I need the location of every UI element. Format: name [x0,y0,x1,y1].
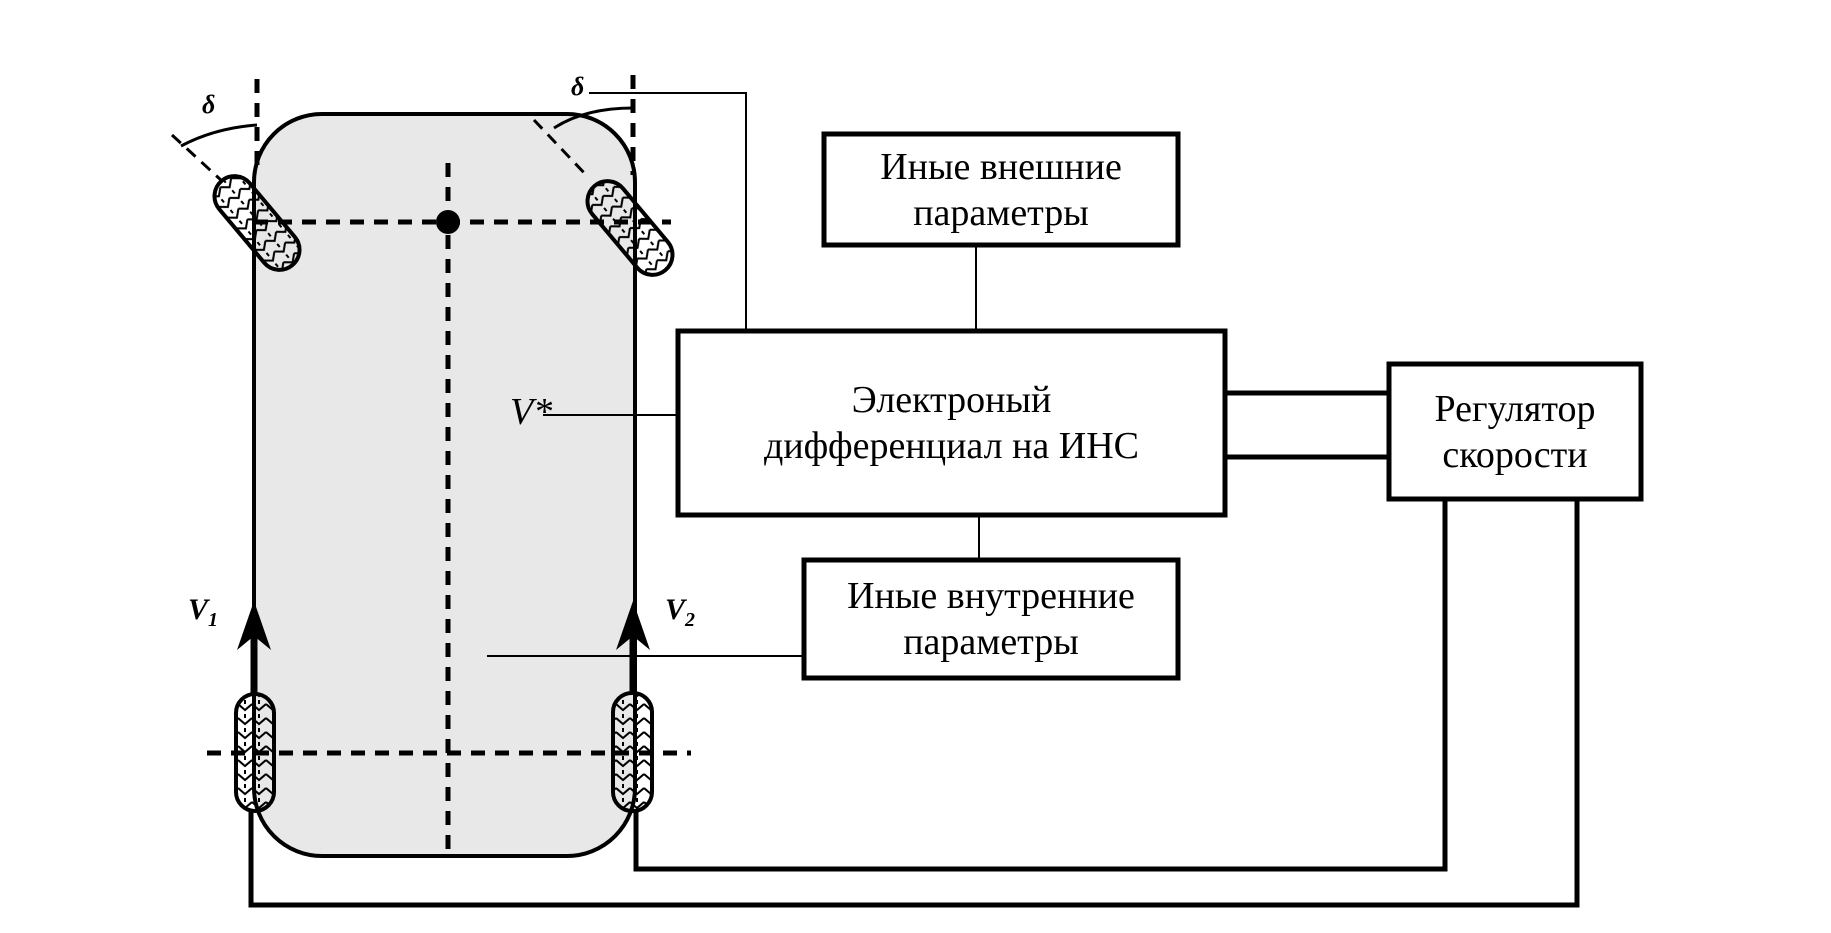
regulator-to-left-wheel [248,499,1580,908]
center-of-mass [436,210,460,234]
regulator-box [1386,361,1644,502]
delta-right-label: δ [571,72,585,101]
vehicle-body [252,112,637,858]
right-steer-line [532,118,591,180]
external-params-text: Иные внешние параметры [826,136,1176,243]
v1-label: V1 [188,593,218,632]
differential-line1: Электроный [851,379,1052,421]
regulator-line2: скорости [1442,433,1588,476]
v2-arrowhead [616,601,650,650]
left-steer-line [170,133,224,183]
external-line2: параметры [913,191,1089,234]
internal-params-box [801,557,1181,681]
v-star-label: V* [510,391,553,433]
internal-line1: Иные внутренние [847,575,1135,617]
right-angle-arc [553,106,634,130]
external-params-box [821,131,1181,248]
v2-symbol: V [665,593,686,626]
differential-box [675,328,1228,518]
delta-left-label: δ [202,90,216,119]
left-angle-arc [180,123,258,148]
front-right-wheel [585,179,675,277]
v2-subscript: 2 [685,609,696,631]
regulator-text: Регулятор скорости [1391,366,1639,497]
external-line1: Иные внешние [880,145,1122,188]
v1-subscript: 1 [208,609,219,631]
internal-line2: параметры [903,621,1079,663]
regulator-line1: Регулятор [1434,387,1596,430]
rear-left-wheel [234,692,276,813]
differential-line2: дифференциал на ИНС [763,425,1140,467]
differential-text: Электроный дифференциал на ИНС [680,333,1223,513]
front-left-wheel [212,174,302,272]
v1-symbol: V [188,593,209,626]
internal-params-text: Иные внутренние параметры [806,562,1176,676]
v1-arrowhead [237,601,271,650]
rear-right-wheel [611,691,654,813]
regulator-to-right-wheel [633,499,1448,872]
delta-connector [589,92,747,331]
v2-label: V2 [665,593,695,632]
